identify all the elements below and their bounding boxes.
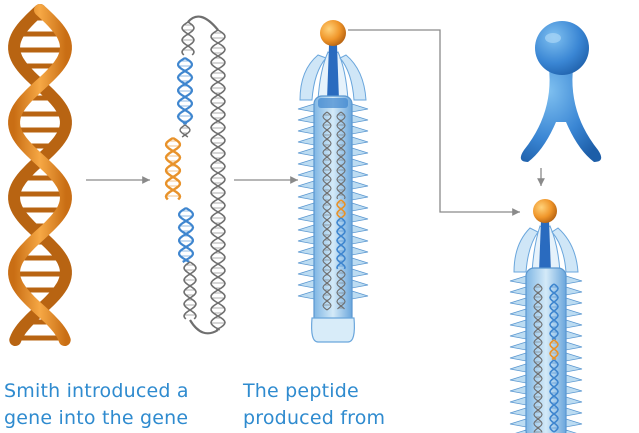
- coat-spike: [566, 408, 582, 416]
- coat-spike: [352, 159, 368, 167]
- coat-spike: [510, 298, 526, 306]
- helix-strand: [211, 30, 225, 330]
- coat-spike: [510, 353, 526, 361]
- displayed-peptide-icon: [320, 20, 346, 46]
- coat-spike: [352, 225, 368, 233]
- coat-spike: [566, 298, 582, 306]
- coat-spike: [352, 203, 368, 211]
- coat-spike: [510, 364, 526, 372]
- coat-spike: [566, 353, 582, 361]
- coat-spike: [510, 287, 526, 295]
- coat-spike: [298, 247, 314, 255]
- coat-spike: [352, 181, 368, 189]
- coat-spike: [566, 309, 582, 317]
- coat-spike: [510, 375, 526, 383]
- coat-spike: [298, 236, 314, 244]
- caption-line: gene into the gene: [4, 405, 189, 432]
- coat-spike: [510, 309, 526, 317]
- coat-spike: [298, 225, 314, 233]
- coat-spike: [566, 419, 582, 427]
- coat-spike: [510, 276, 526, 284]
- coat-spike: [352, 291, 368, 299]
- coat-spike: [298, 203, 314, 211]
- coat-spike: [510, 386, 526, 394]
- coat-spike: [352, 236, 368, 244]
- coat-spike: [510, 397, 526, 405]
- coat-spike: [510, 331, 526, 339]
- coat-spike: [298, 291, 314, 299]
- coat-spike: [298, 104, 314, 112]
- coat-spike: [298, 170, 314, 178]
- inserted-gene-icon: [166, 138, 180, 200]
- coat-spike: [510, 419, 526, 427]
- phage-body: [314, 96, 352, 326]
- coat-spike: [566, 342, 582, 350]
- dna-double-helix-icon: [14, 10, 66, 340]
- coat-spike: [298, 159, 314, 167]
- coat-spike: [566, 276, 582, 284]
- caption-gene-insertion: Smith introduced a gene into the gene: [4, 378, 189, 432]
- caption-line: The peptide: [243, 378, 385, 405]
- bacteriophage-icon: [298, 20, 368, 342]
- circular-dna-icon: [178, 17, 225, 334]
- phage-tip-proteins: [300, 45, 366, 100]
- coat-spike: [352, 137, 368, 145]
- coat-spike: [352, 115, 368, 123]
- coat-spike: [352, 247, 368, 255]
- coat-spike: [352, 104, 368, 112]
- coat-spike: [298, 258, 314, 266]
- coat-spike: [566, 386, 582, 394]
- helix-strand: [211, 30, 225, 330]
- coat-spike: [566, 320, 582, 328]
- coat-spike: [352, 192, 368, 200]
- coat-spike: [352, 214, 368, 222]
- coat-spike: [298, 148, 314, 156]
- coat-spike: [298, 126, 314, 134]
- coat-spike: [566, 375, 582, 383]
- coat-spike: [352, 269, 368, 277]
- coat-spike: [298, 137, 314, 145]
- coat-spike: [352, 148, 368, 156]
- coat-spike: [510, 342, 526, 350]
- coat-spike: [352, 170, 368, 178]
- coat-spike: [352, 258, 368, 266]
- coat-spike: [298, 115, 314, 123]
- caption-line: Smith introduced a: [4, 378, 189, 405]
- coat-spike: [566, 397, 582, 405]
- displayed-peptide-icon: [533, 199, 557, 223]
- coat-spike: [298, 269, 314, 277]
- coat-spike: [566, 287, 582, 295]
- coat-spike: [352, 280, 368, 288]
- bound-bacteriophage-icon: [510, 199, 582, 433]
- caption-peptide: The peptide produced from: [243, 378, 385, 432]
- y-shaped-antibody-icon: [521, 21, 601, 162]
- coat-spike: [566, 331, 582, 339]
- arrow-phage-to-antibody: [348, 30, 520, 212]
- loop-arc: [188, 17, 218, 30]
- coat-spike: [298, 280, 314, 288]
- coat-spike: [352, 126, 368, 134]
- coat-spike: [298, 192, 314, 200]
- coat-spike: [298, 181, 314, 189]
- phage-base: [312, 318, 355, 342]
- caption-line: produced from: [243, 405, 385, 432]
- coat-spike: [510, 408, 526, 416]
- coat-spike: [510, 320, 526, 328]
- coat-spike: [298, 214, 314, 222]
- coat-spike: [566, 364, 582, 372]
